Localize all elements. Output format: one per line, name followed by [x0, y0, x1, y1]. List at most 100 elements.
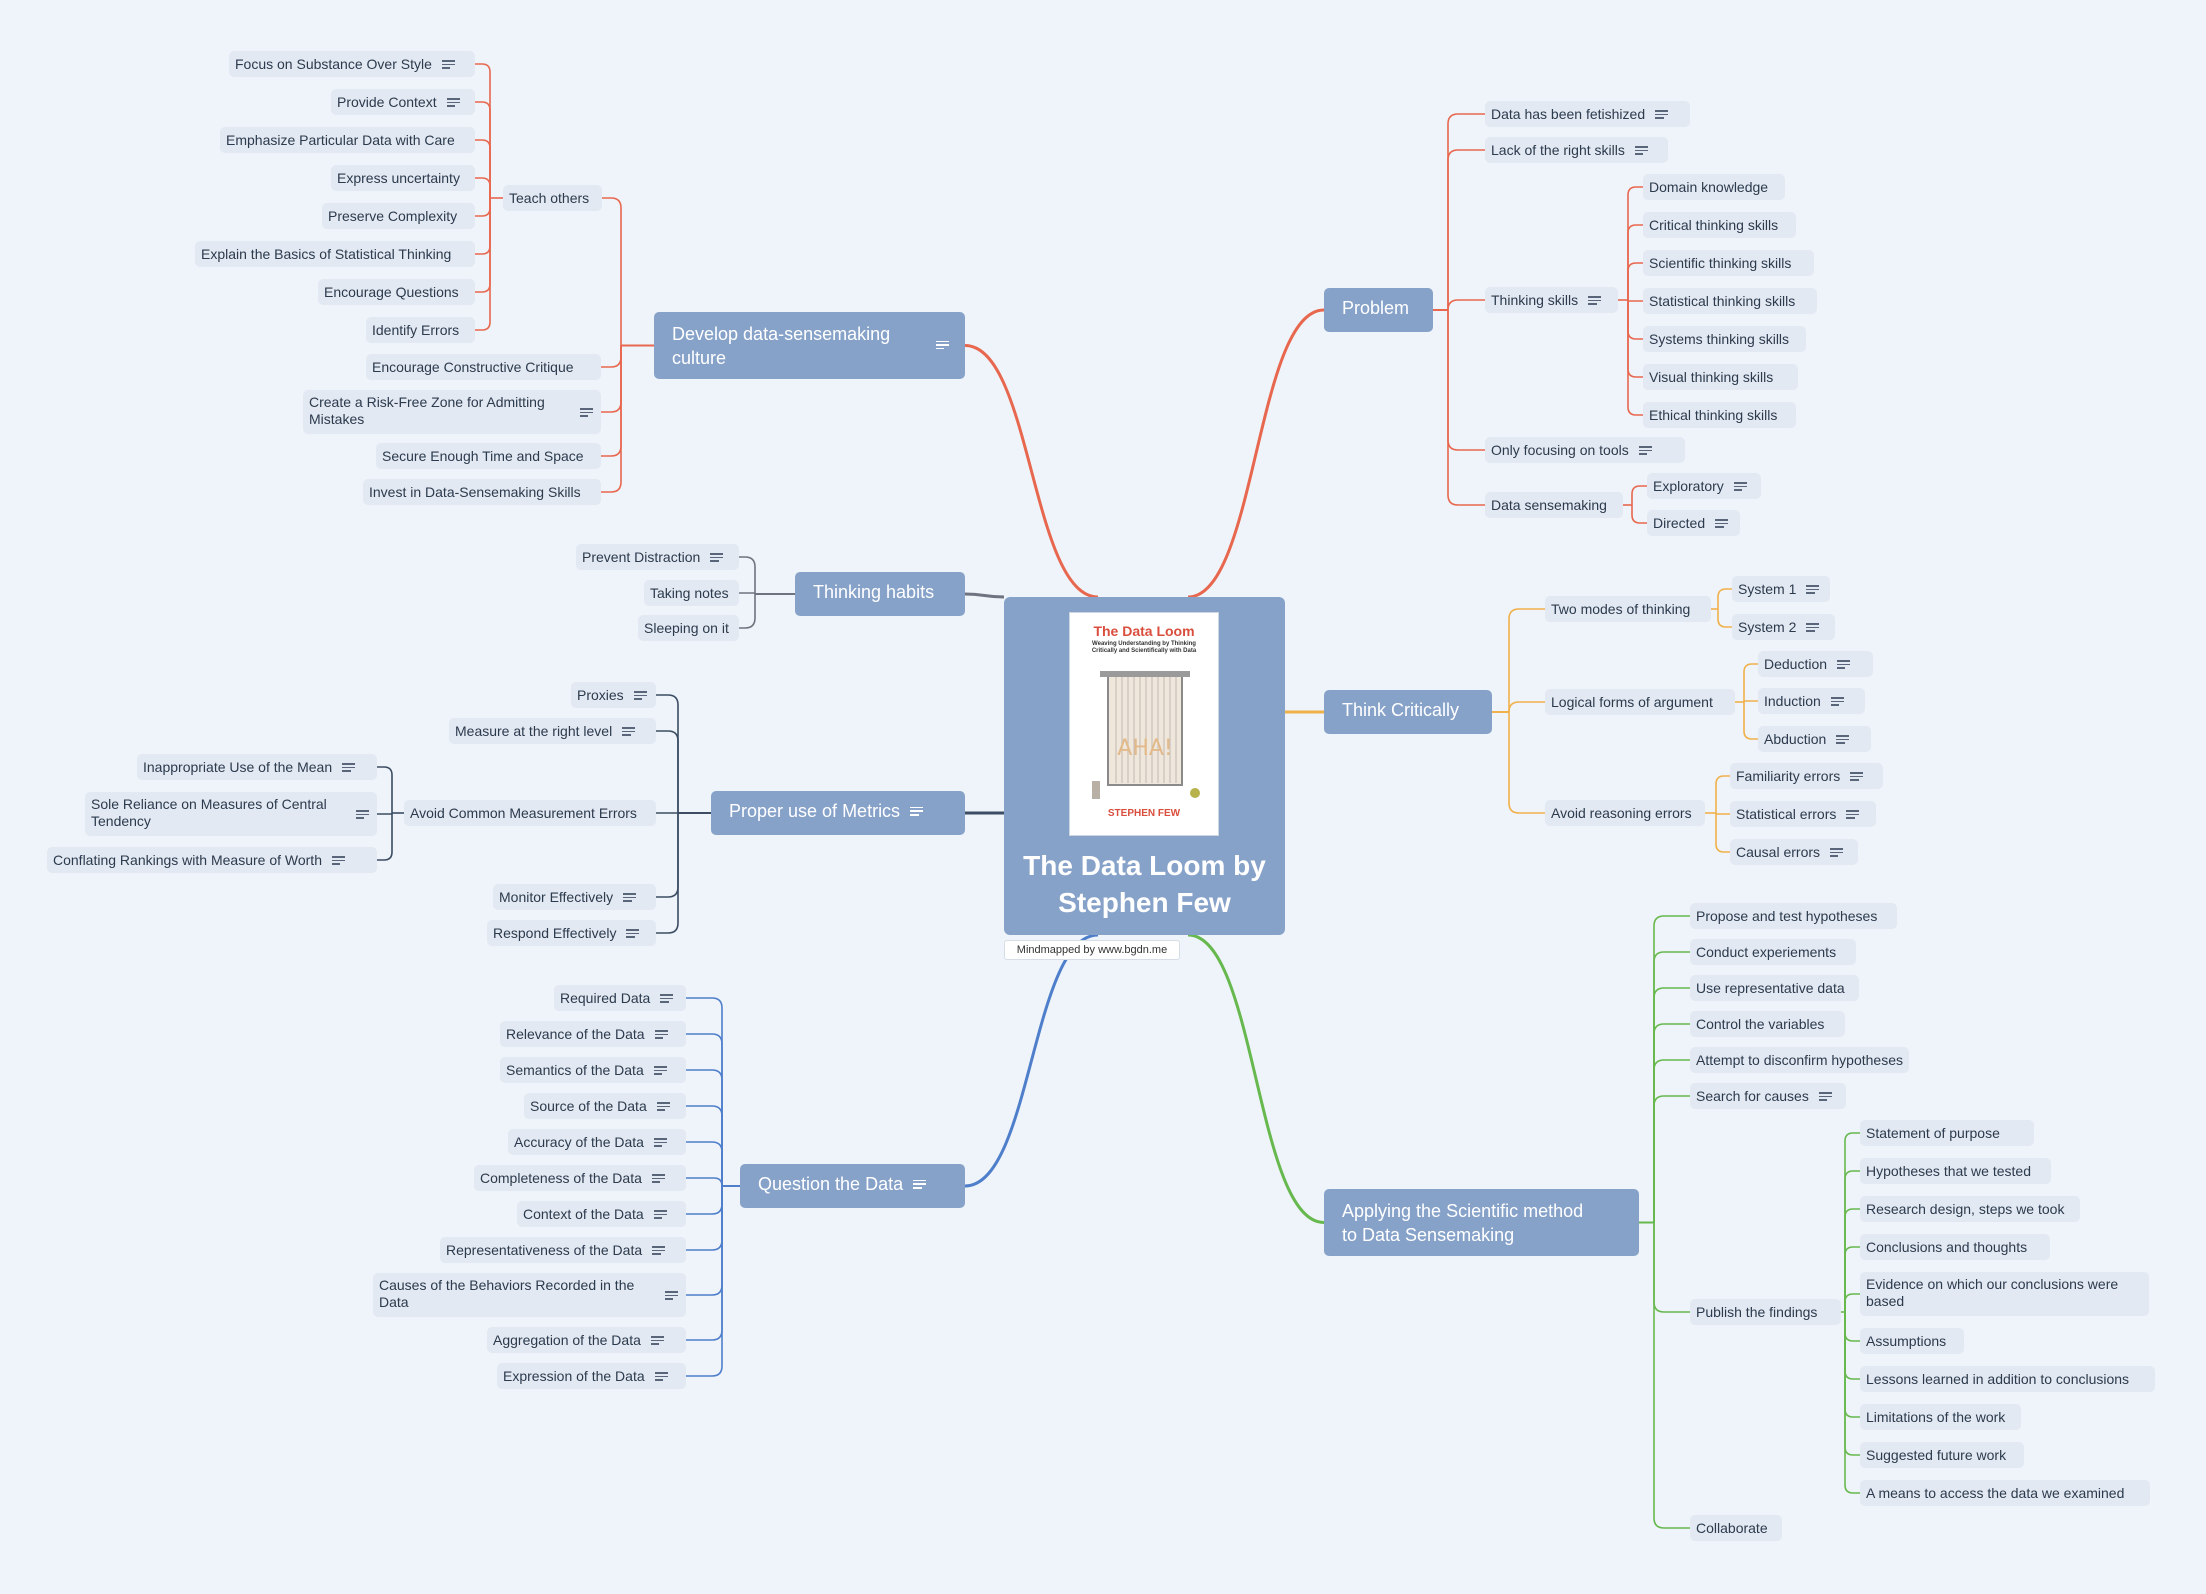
- note-icon[interactable]: [1733, 480, 1747, 493]
- note-icon[interactable]: [1634, 144, 1648, 157]
- note-icon[interactable]: [651, 1172, 665, 1185]
- subtopic-aggregation-of-the-data[interactable]: Aggregation of the Data: [487, 1327, 686, 1353]
- item-research-design-steps-we-took[interactable]: Research design, steps we took: [1860, 1196, 2080, 1222]
- note-icon[interactable]: [580, 406, 593, 419]
- note-icon[interactable]: [1638, 444, 1652, 457]
- subtopic-propose-and-test-hypotheses[interactable]: Propose and test hypotheses: [1690, 903, 1897, 929]
- subtopic-collaborate[interactable]: Collaborate: [1690, 1515, 1782, 1541]
- item-visual-thinking-skills[interactable]: Visual thinking skills: [1643, 364, 1798, 390]
- item-systems-thinking-skills[interactable]: Systems thinking skills: [1643, 326, 1806, 352]
- subtopic-teach-others[interactable]: Teach others: [503, 185, 602, 211]
- note-icon[interactable]: [653, 1136, 667, 1149]
- subtopic-prevent-distraction[interactable]: Prevent Distraction: [576, 544, 739, 570]
- note-icon[interactable]: [650, 1334, 664, 1347]
- item-provide-context[interactable]: Provide Context: [331, 89, 475, 115]
- subtopic-taking-notes[interactable]: Taking notes: [644, 580, 739, 606]
- note-icon[interactable]: [710, 551, 724, 564]
- item-abduction[interactable]: Abduction: [1758, 726, 1871, 752]
- note-icon[interactable]: [331, 854, 345, 867]
- note-icon[interactable]: [633, 689, 647, 702]
- item-causal-errors[interactable]: Causal errors: [1730, 839, 1858, 865]
- subtopic-respond-effectively[interactable]: Respond Effectively: [487, 920, 656, 946]
- item-a-means-to-access-the-data-we-examined[interactable]: A means to access the data we examined: [1860, 1480, 2150, 1506]
- subtopic-required-data[interactable]: Required Data: [554, 985, 686, 1011]
- subtopic-encourage-constructive-critique[interactable]: Encourage Constructive Critique: [366, 354, 601, 380]
- item-statement-of-purpose[interactable]: Statement of purpose: [1860, 1120, 2034, 1146]
- item-preserve-complexity[interactable]: Preserve Complexity: [322, 203, 475, 229]
- note-icon[interactable]: [441, 58, 455, 71]
- item-evidence-on-which-our-conclusions-were-based[interactable]: Evidence on which our conclusions were b…: [1860, 1272, 2149, 1316]
- subtopic-lack-of-the-right-skills[interactable]: Lack of the right skills: [1485, 137, 1668, 163]
- subtopic-accuracy-of-the-data[interactable]: Accuracy of the Data: [508, 1129, 686, 1155]
- subtopic-sleeping-on-it[interactable]: Sleeping on it: [638, 615, 739, 641]
- note-icon[interactable]: [446, 96, 460, 109]
- item-encourage-questions[interactable]: Encourage Questions: [318, 279, 475, 305]
- item-inappropriate-use-of-the-mean[interactable]: Inappropriate Use of the Mean: [137, 754, 377, 780]
- subtopic-thinking-skills[interactable]: Thinking skills: [1485, 287, 1618, 313]
- note-icon[interactable]: [356, 808, 369, 821]
- subtopic-source-of-the-data[interactable]: Source of the Data: [524, 1093, 686, 1119]
- subtopic-secure-enough-time-and-space[interactable]: Secure Enough Time and Space: [376, 443, 601, 469]
- subtopic-measure-at-the-right-level[interactable]: Measure at the right level: [449, 718, 656, 744]
- note-icon[interactable]: [1715, 517, 1729, 530]
- note-icon[interactable]: [654, 1370, 668, 1383]
- subtopic-conduct-experiements[interactable]: Conduct experiements: [1690, 939, 1856, 965]
- subtopic-data-sensemaking[interactable]: Data sensemaking: [1485, 492, 1623, 518]
- item-deduction[interactable]: Deduction: [1758, 651, 1873, 677]
- subtopic-proxies[interactable]: Proxies: [571, 682, 656, 708]
- subtopic-search-for-causes[interactable]: Search for causes: [1690, 1083, 1846, 1109]
- subtopic-data-has-been-fetishized[interactable]: Data has been fetishized: [1485, 101, 1690, 127]
- note-icon[interactable]: [913, 1178, 927, 1191]
- item-sole-reliance-on-measures-of-central-tendency[interactable]: Sole Reliance on Measures of Central Ten…: [85, 792, 377, 836]
- topic-applying-the-scientific-method-to-data-sensemaking[interactable]: Applying the Scientific method to Data S…: [1324, 1189, 1639, 1256]
- item-scientific-thinking-skills[interactable]: Scientific thinking skills: [1643, 250, 1814, 276]
- note-icon[interactable]: [1806, 621, 1820, 634]
- item-limitations-of-the-work[interactable]: Limitations of the work: [1860, 1404, 2021, 1430]
- note-icon[interactable]: [652, 1244, 666, 1257]
- item-focus-on-substance-over-style[interactable]: Focus on Substance Over Style: [229, 51, 475, 77]
- note-icon[interactable]: [1850, 770, 1864, 783]
- subtopic-causes-of-the-behaviors-recorded-in-the-data[interactable]: Causes of the Behaviors Recorded in the …: [373, 1273, 686, 1317]
- central-topic[interactable]: The Data Loom Weaving Understanding by T…: [1004, 597, 1285, 935]
- note-icon[interactable]: [622, 725, 636, 738]
- note-icon[interactable]: [342, 761, 356, 774]
- subtopic-control-the-variables[interactable]: Control the variables: [1690, 1011, 1845, 1037]
- subtopic-logical-forms-of-argument[interactable]: Logical forms of argument: [1545, 689, 1735, 715]
- subtopic-monitor-effectively[interactable]: Monitor Effectively: [493, 884, 656, 910]
- note-icon[interactable]: [1588, 294, 1602, 307]
- note-icon[interactable]: [936, 339, 949, 352]
- note-icon[interactable]: [653, 1064, 667, 1077]
- topic-question-the-data[interactable]: Question the Data: [740, 1164, 965, 1208]
- topic-think-critically[interactable]: Think Critically: [1324, 690, 1492, 734]
- note-icon[interactable]: [626, 927, 640, 940]
- subtopic-use-representative-data[interactable]: Use representative data: [1690, 975, 1859, 1001]
- note-icon[interactable]: [654, 1028, 668, 1041]
- item-domain-knowledge[interactable]: Domain knowledge: [1643, 174, 1785, 200]
- note-icon[interactable]: [653, 1208, 667, 1221]
- item-induction[interactable]: Induction: [1758, 688, 1865, 714]
- subtopic-two-modes-of-thinking[interactable]: Two modes of thinking: [1545, 596, 1711, 622]
- note-icon[interactable]: [1846, 808, 1860, 821]
- note-icon[interactable]: [1830, 846, 1844, 859]
- subtopic-invest-in-data-sensemaking-skills[interactable]: Invest in Data-Sensemaking Skills: [363, 479, 601, 505]
- note-icon[interactable]: [1837, 658, 1851, 671]
- item-ethical-thinking-skills[interactable]: Ethical thinking skills: [1643, 402, 1796, 428]
- subtopic-representativeness-of-the-data[interactable]: Representativeness of the Data: [440, 1237, 686, 1263]
- item-system-2[interactable]: System 2: [1732, 614, 1835, 640]
- item-lessons-learned-in-addition-to-conclusions[interactable]: Lessons learned in addition to conclusio…: [1860, 1366, 2155, 1392]
- note-icon[interactable]: [1830, 695, 1844, 708]
- item-emphasize-particular-data-with-care[interactable]: Emphasize Particular Data with Care: [220, 127, 475, 153]
- topic-problem[interactable]: Problem: [1324, 288, 1433, 332]
- item-conflating-rankings-with-measure-of-worth[interactable]: Conflating Rankings with Measure of Wort…: [47, 847, 377, 873]
- note-icon[interactable]: [910, 805, 924, 818]
- subtopic-completeness-of-the-data[interactable]: Completeness of the Data: [474, 1165, 686, 1191]
- note-icon[interactable]: [1818, 1090, 1832, 1103]
- item-conclusions-and-thoughts[interactable]: Conclusions and thoughts: [1860, 1234, 2050, 1260]
- subtopic-expression-of-the-data[interactable]: Expression of the Data: [497, 1363, 686, 1389]
- item-explain-the-basics-of-statistical-thinking[interactable]: Explain the Basics of Statistical Thinki…: [195, 241, 475, 267]
- subtopic-relevance-of-the-data[interactable]: Relevance of the Data: [500, 1021, 686, 1047]
- topic-thinking-habits[interactable]: Thinking habits: [795, 572, 965, 616]
- note-icon[interactable]: [1655, 108, 1669, 121]
- item-critical-thinking-skills[interactable]: Critical thinking skills: [1643, 212, 1796, 238]
